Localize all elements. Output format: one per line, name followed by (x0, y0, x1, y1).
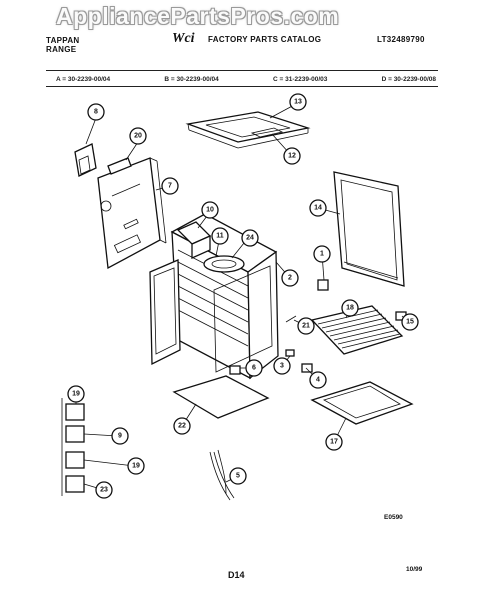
page-label: D14 (228, 570, 245, 580)
callout-22: 22 (173, 417, 191, 435)
brand-line-1: TAPPAN (46, 36, 80, 45)
callout-label: 10 (206, 207, 214, 214)
callout-label: 2 (288, 275, 292, 282)
callout-label: 21 (302, 323, 310, 330)
control-box-part (176, 221, 212, 260)
callout-7: 7 (161, 177, 179, 195)
callout-label: 20 (134, 133, 142, 140)
callout-11: 11 (211, 227, 229, 245)
callout-5: 5 (229, 467, 247, 485)
model-b: B = 30-2239-00/04 (164, 76, 219, 83)
svg-text:Wci: Wci (172, 31, 195, 44)
callout-label: 18 (346, 305, 354, 312)
callout-2: 2 (281, 269, 299, 287)
hardware-legend-parts (61, 398, 85, 496)
callout-label: 6 (252, 365, 256, 372)
diagram-code: E0590 (384, 514, 403, 521)
watermark: AppliancePartsPros.com (56, 3, 340, 29)
header-rule-top (46, 70, 438, 71)
side-panel-part (97, 157, 167, 270)
model-a: A = 30-2239-00/04 (56, 76, 111, 83)
callout-label: 1 (320, 251, 324, 258)
callout-label: 22 (178, 423, 186, 430)
model-c: C = 31-2239-00/03 (272, 76, 328, 83)
callout-3: 3 (273, 357, 291, 375)
bake-element-part (203, 255, 245, 273)
callout-10: 10 (201, 201, 219, 219)
callout-label: 19 (132, 463, 140, 470)
catalog-number: LT32489790 (377, 35, 425, 44)
callout-label: 7 (168, 183, 172, 190)
model-list: A = 30-2239-00/04 B = 30-2239-00/04 C = … (56, 76, 436, 83)
callout-19-bottom: 19 (127, 457, 145, 475)
callout-4: 4 (309, 371, 327, 389)
cooktop-part (185, 111, 311, 149)
callout-23: 23 (95, 481, 113, 499)
callout-18: 18 (341, 299, 359, 317)
callout-label: 8 (94, 109, 98, 116)
callout-20: 20 (129, 127, 147, 145)
date-code: 10/99 (406, 566, 423, 573)
callout-label: 23 (100, 487, 108, 494)
callout-label: 12 (288, 153, 296, 160)
callout-14: 14 (309, 199, 327, 217)
callout-13: 13 (289, 93, 307, 111)
callout-21: 21 (297, 317, 315, 335)
broiler-pan-part (310, 381, 414, 425)
callout-label: 9 (118, 433, 122, 440)
callout-label: 3 (280, 363, 284, 370)
callout-15: 15 (401, 313, 419, 331)
oven-door-part (333, 171, 405, 287)
clip-part (107, 157, 132, 175)
brand-logo: Wci (172, 31, 195, 44)
bottom-panel-part (172, 375, 270, 419)
catalog-title: FACTORY PARTS CATALOG (208, 35, 322, 44)
callout-label: 17 (330, 439, 338, 446)
header-rule-bottom (46, 86, 438, 87)
callout-9: 9 (111, 427, 129, 445)
callout-label: 24 (246, 235, 254, 242)
callout-label: 5 (236, 473, 240, 480)
callout-label: 11 (216, 233, 224, 240)
callout-19-top: 19 (67, 385, 85, 403)
wire-harness-part (209, 449, 235, 501)
callout-label: 14 (314, 205, 322, 212)
callout-1: 1 (313, 245, 331, 263)
callout-24: 24 (241, 229, 259, 247)
brand-line-2: RANGE (46, 45, 77, 54)
callout-12: 12 (283, 147, 301, 165)
small-hardware-parts (229, 279, 407, 375)
callout-label: 4 (316, 377, 320, 384)
model-d: D = 30-2239-00/08 (381, 76, 436, 83)
callout-6: 6 (245, 359, 263, 377)
oven-rack-part (310, 305, 404, 355)
bracket-part (74, 143, 97, 177)
callout-8: 8 (87, 103, 105, 121)
callout-label: 19 (72, 391, 80, 398)
callout-label: 13 (294, 99, 302, 106)
callout-label: 15 (406, 319, 414, 326)
callout-17: 17 (325, 433, 343, 451)
